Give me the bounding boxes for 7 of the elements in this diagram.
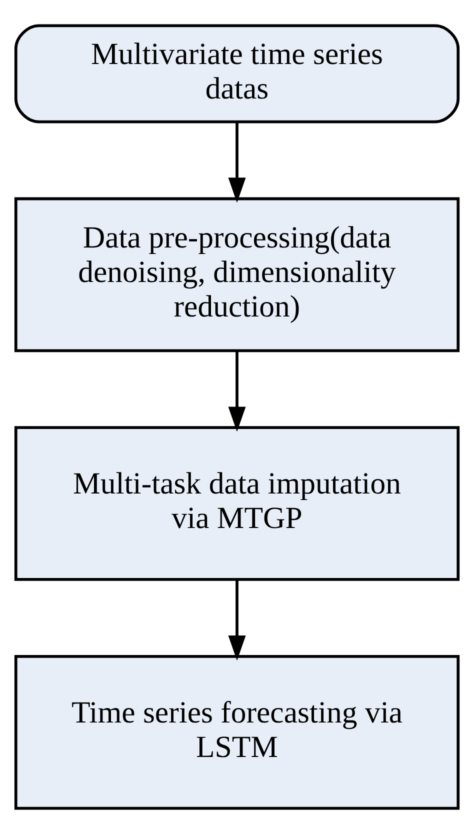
arrow [228, 121, 246, 202]
node-box: Data pre-processing(data denoising, dimensionality reduction) [14, 196, 460, 352]
node-box: Multivariate time series datas [14, 24, 460, 123]
arrow [228, 350, 246, 432]
node-box: Multi-task data imputation via MTGP [14, 426, 460, 580]
node-box: Time series forecasting via LSTM [14, 654, 460, 810]
arrow [228, 579, 246, 660]
